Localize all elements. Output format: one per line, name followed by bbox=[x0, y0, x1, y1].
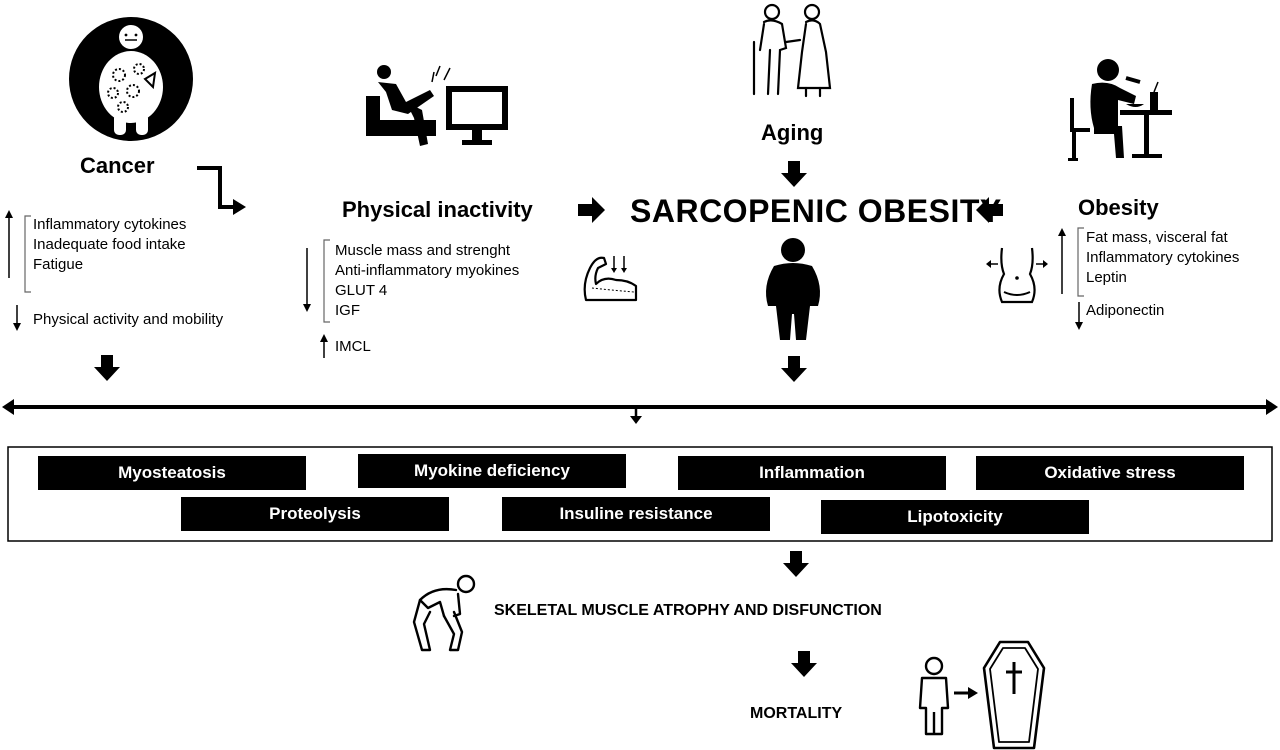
aging-heading: Aging bbox=[761, 120, 824, 145]
inactivity-increased-list: IMCL bbox=[335, 337, 371, 357]
mechanism-lipotoxicity: Lipotoxicity bbox=[821, 500, 1089, 534]
muscle-loss-icon bbox=[583, 256, 638, 302]
inactivity-heading: Physical inactivity bbox=[342, 197, 533, 222]
list-item: Inflammatory cytokines bbox=[33, 216, 187, 233]
person-eating-icon bbox=[1068, 59, 1172, 161]
right-block-arrow bbox=[578, 197, 605, 223]
down-block-arrow-center bbox=[781, 356, 807, 382]
list-item: Leptin bbox=[1086, 269, 1127, 286]
mortality-outcome: MORTALITY bbox=[750, 705, 843, 722]
atrophy-outcome: SKELETAL MUSCLE ATROPHY AND DISFUNCTION bbox=[494, 602, 882, 619]
couch-tv-icon bbox=[366, 65, 508, 146]
main-title: SARCOPENIC OBESITY bbox=[630, 193, 1002, 229]
list-item: Fat mass, visceral fat bbox=[1086, 229, 1228, 246]
left-block-arrow bbox=[976, 197, 1003, 223]
cancer-increased-list: Inflammatory cytokines Inadequate food i… bbox=[33, 215, 186, 275]
list-item: Fatigue bbox=[33, 256, 84, 273]
list-item: Inadequate food intake bbox=[33, 236, 186, 253]
list-item: IGF bbox=[335, 302, 360, 319]
list-item: Inflammatory cytokines bbox=[1086, 249, 1240, 266]
cancer-decreased-list: Physical activity and mobility bbox=[33, 310, 223, 330]
inactivity-decreased-list: Muscle mass and strenght Anti-inflammato… bbox=[335, 241, 519, 321]
down-block-arrow-aging bbox=[781, 161, 807, 187]
cancer-heading: Cancer bbox=[80, 153, 155, 178]
list-item: Anti-inflammatory myokines bbox=[335, 262, 520, 279]
elbow-arrow bbox=[197, 166, 235, 209]
list-item: Muscle mass and strenght bbox=[335, 242, 511, 259]
belly-fat-icon bbox=[986, 247, 1048, 304]
list-item: IMCL bbox=[335, 338, 371, 355]
mechanism-myokine-deficiency: Myokine deficiency bbox=[358, 454, 626, 488]
obesity-decreased-list: Adiponectin bbox=[1086, 301, 1164, 321]
mechanisms-container bbox=[7, 446, 1273, 542]
list-item: GLUT 4 bbox=[335, 282, 388, 299]
elbow-arrow-head bbox=[233, 199, 246, 215]
mechanism-proteolysis: Proteolysis bbox=[181, 497, 449, 531]
down-block-arrow-atrophy bbox=[783, 551, 809, 577]
obesity-heading: Obesity bbox=[1078, 195, 1159, 220]
mechanism-oxidative-stress: Oxidative stress bbox=[976, 456, 1244, 490]
mechanism-myosteatosis: Myosteatosis bbox=[38, 456, 306, 490]
obesity-increased-list: Fat mass, visceral fat Inflammatory cyto… bbox=[1086, 228, 1239, 288]
list-item: Physical activity and mobility bbox=[33, 311, 224, 328]
fatigued-person-icon bbox=[412, 574, 476, 652]
obese-person-icon bbox=[766, 238, 820, 340]
mechanism-insuline-resistance: Insuline resistance bbox=[502, 497, 770, 531]
coffin-icon bbox=[982, 640, 1046, 750]
list-item: Adiponectin bbox=[1086, 302, 1165, 319]
mechanism-inflammation: Inflammation bbox=[678, 456, 946, 490]
cancer-person-icon bbox=[69, 17, 193, 141]
down-block-arrow-cancer bbox=[94, 355, 120, 381]
person-icon bbox=[918, 656, 950, 736]
elderly-couple-icon bbox=[752, 3, 832, 98]
down-block-arrow-mortality bbox=[791, 651, 817, 677]
